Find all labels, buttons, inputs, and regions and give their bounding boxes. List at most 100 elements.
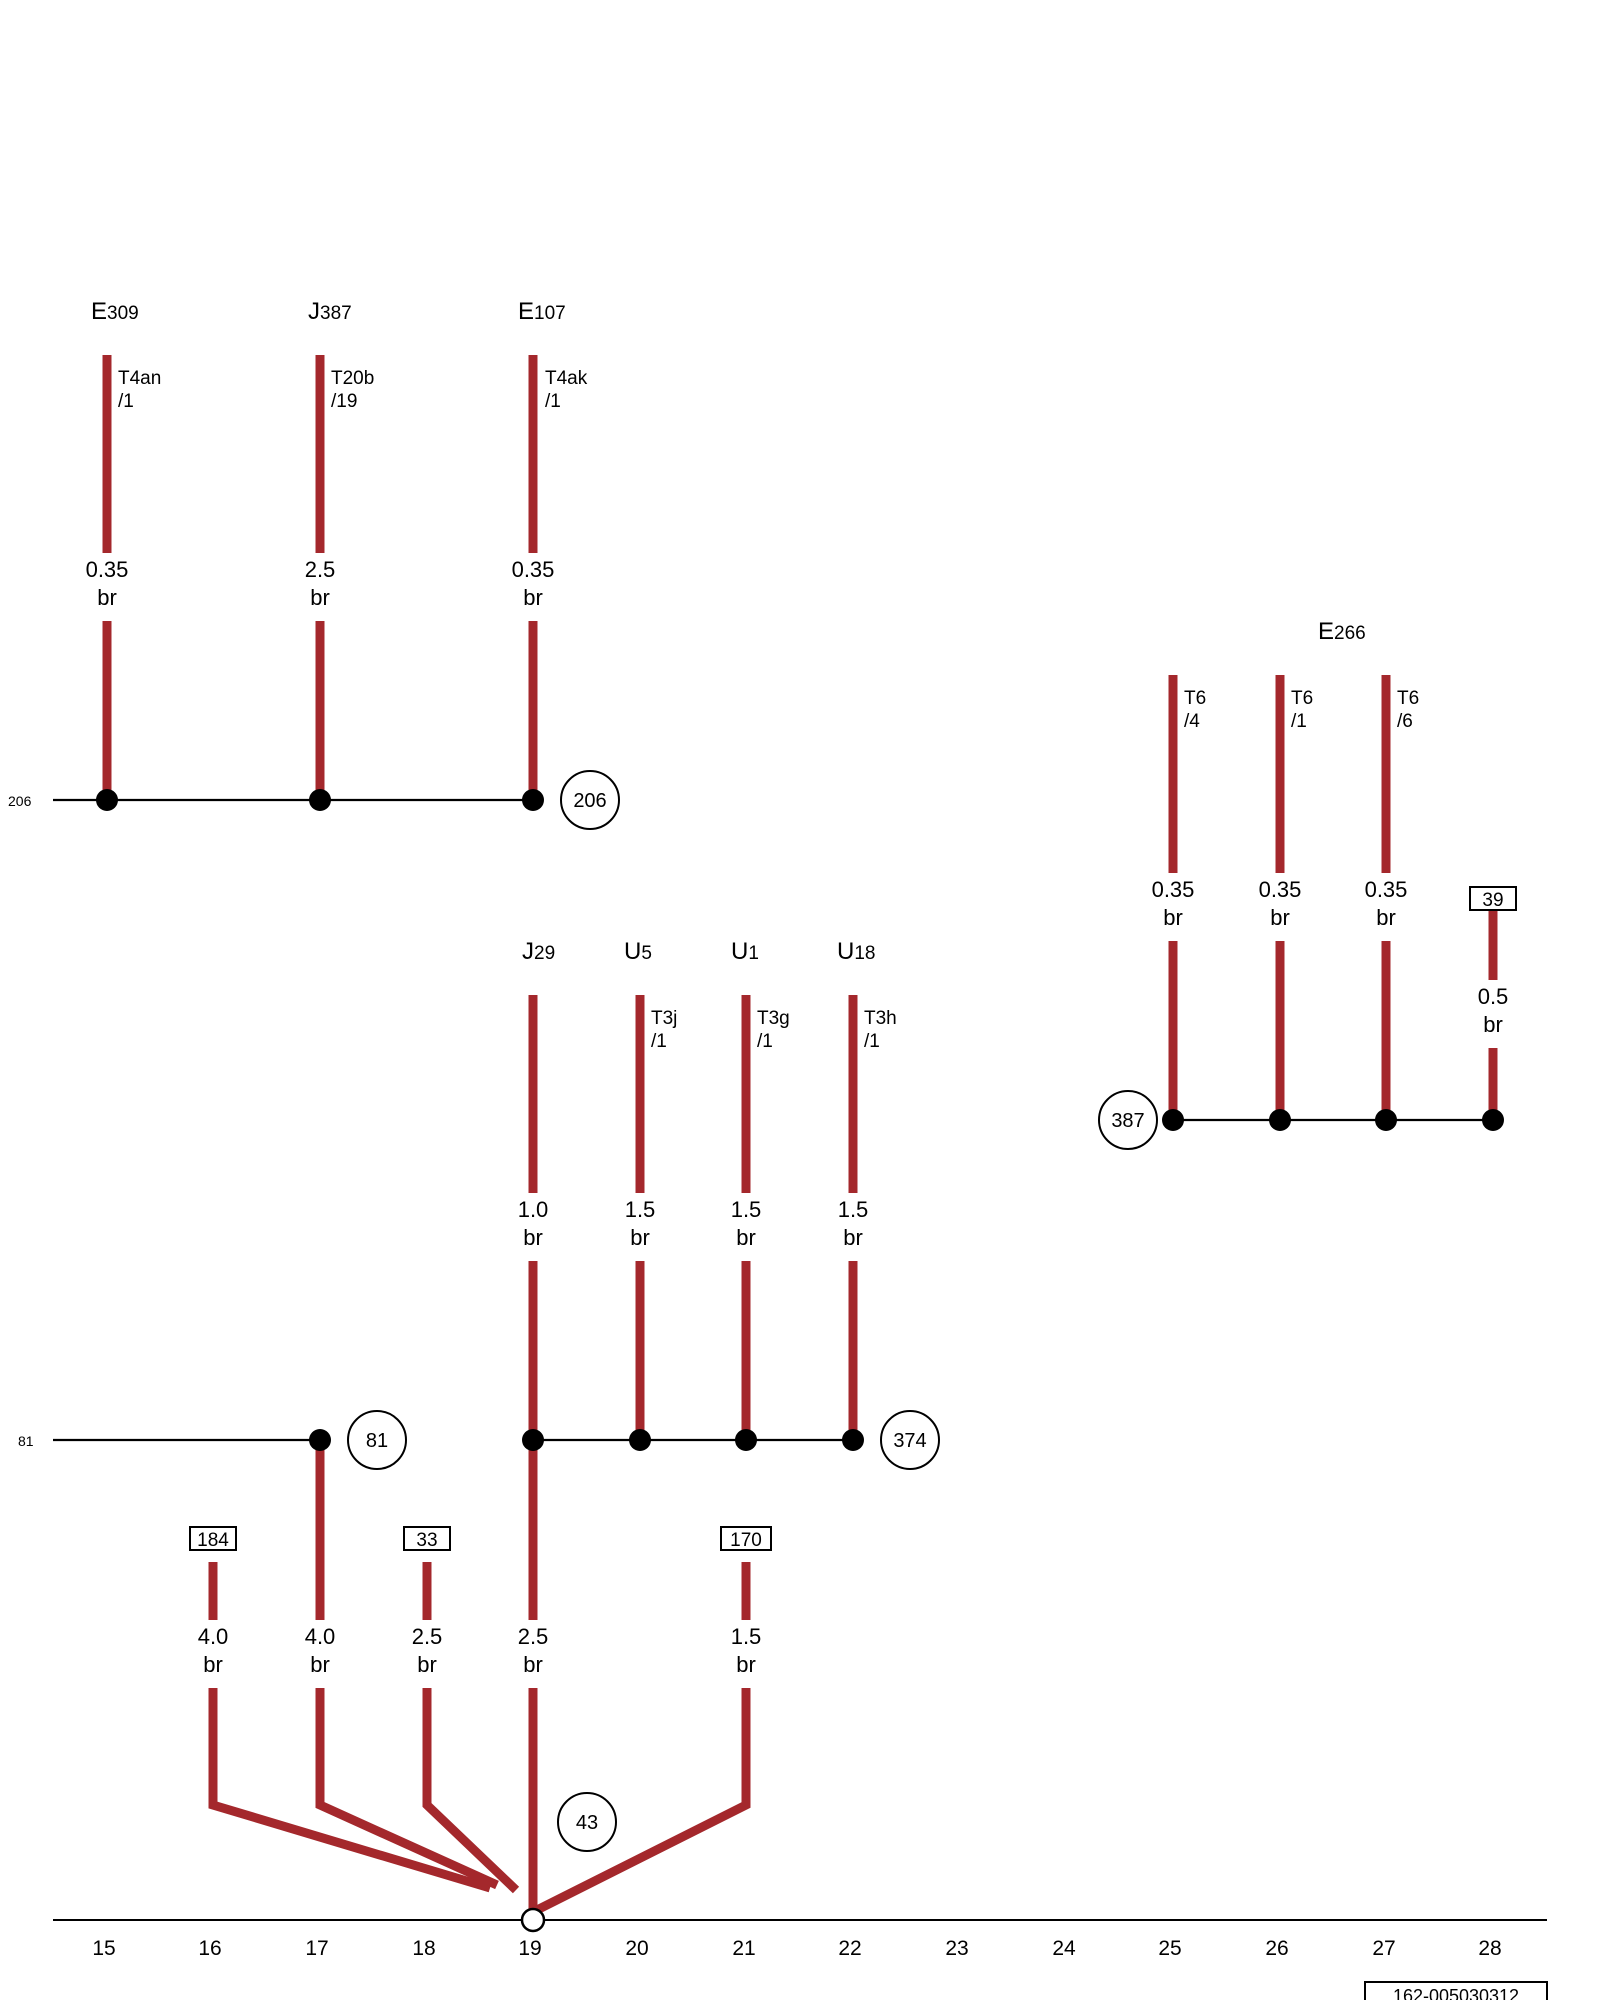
component-letter: J: [522, 938, 534, 965]
wire-color: br: [523, 585, 543, 610]
splice-node: [1375, 1109, 1397, 1131]
pin-label: T6: [1397, 688, 1419, 709]
wire-color: br: [736, 1652, 756, 1677]
wire-size: 1.5: [838, 1197, 869, 1222]
wire-color: br: [1270, 905, 1290, 930]
column-number: 17: [305, 1937, 328, 1960]
component-number: 107: [534, 303, 566, 324]
column-number: 24: [1052, 1937, 1076, 1960]
component-U18: U18: [837, 938, 875, 965]
pin-label: T20b: [331, 368, 374, 389]
splice-node: [629, 1429, 651, 1451]
wire-170: 170 1.5 br: [530, 1526, 772, 1917]
wire-33: 33 2.5 br: [403, 1526, 520, 1894]
pin-number: /4: [1184, 711, 1200, 732]
svg-text:387: 387: [1111, 1110, 1144, 1132]
component-number: 18: [854, 943, 875, 964]
wire-color: br: [1163, 905, 1183, 930]
component-E309: E309: [91, 298, 139, 325]
svg-text:J387: J387: [308, 298, 352, 325]
wire-374: 2.5 br: [518, 1440, 548, 1912]
pin-number: /6: [1397, 711, 1413, 732]
svg-text:81: 81: [366, 1430, 388, 1452]
component-letter: U: [731, 938, 748, 965]
wire-color: br: [310, 585, 330, 610]
splice-node: [1162, 1109, 1184, 1131]
wire-color: br: [97, 585, 117, 610]
edge-label: 206: [8, 793, 32, 809]
pin-number: /1: [545, 391, 561, 412]
wire-color: br: [523, 1652, 543, 1677]
wire-184: 184 4.0 br: [189, 1526, 492, 1893]
column-number: 23: [945, 1937, 968, 1960]
component-letter: E: [1318, 618, 1334, 645]
wire-color: br: [523, 1225, 543, 1250]
document-code: 162-005030312: [1364, 1981, 1548, 2000]
svg-text:162-005030312: 162-005030312: [1393, 1986, 1519, 2000]
pin-number: /1: [864, 1031, 880, 1052]
wire-color: br: [843, 1225, 863, 1250]
svg-text:J29: J29: [522, 938, 555, 965]
component-letter: U: [624, 938, 641, 965]
svg-text:E309: E309: [91, 298, 139, 325]
wire-size: 0.35: [1152, 877, 1195, 902]
wire-size: 1.5: [731, 1624, 762, 1649]
reference-number: 33: [416, 1530, 437, 1551]
reference-number: 184: [197, 1530, 229, 1551]
splice-node: [522, 789, 544, 811]
splice-node: [1482, 1109, 1504, 1131]
svg-text:206: 206: [573, 790, 606, 812]
component-number: 309: [107, 303, 139, 324]
wire-color: br: [1376, 905, 1396, 930]
component-U5: U5: [624, 938, 652, 965]
splice-node: [1269, 1109, 1291, 1131]
component-letter: J: [308, 298, 320, 325]
svg-text:43: 43: [576, 1812, 598, 1834]
ground-point-206: 206: [560, 770, 620, 830]
splice-node: [309, 1429, 331, 1451]
svg-text:E266: E266: [1318, 618, 1366, 645]
ground-junction: [520, 1907, 546, 1933]
pin-number: /1: [118, 391, 134, 412]
reference-box: [720, 1526, 772, 1551]
wire-u18: T3h /1 1.5 br: [838, 995, 897, 1440]
component-number: 1: [748, 943, 759, 964]
column-numbers: 15 16 17 18 19 20 21 22 23 24 25 26 27 2…: [92, 1937, 1501, 1960]
reference-number: 170: [730, 1530, 762, 1551]
wire-u1: T3g /1 1.5 br: [731, 995, 790, 1440]
pin-label: T6: [1291, 688, 1313, 709]
component-number: 266: [1334, 623, 1366, 644]
pin-label: T4ak: [545, 368, 588, 389]
column-number: 16: [198, 1937, 221, 1960]
svg-text:U18: U18: [837, 938, 875, 965]
component-number: 5: [641, 943, 652, 964]
wire-e107: T4ak /1 0.35 br: [512, 355, 588, 800]
wire-e266-4: T6 /4 0.35 br: [1152, 675, 1206, 1120]
wire-color: br: [630, 1225, 650, 1250]
splice-node: [309, 789, 331, 811]
wire-e266-1: T6 /1 0.35 br: [1259, 675, 1313, 1120]
pin-number: /19: [331, 391, 357, 412]
component-U1: U1: [731, 938, 759, 965]
ground-bus-206: 206: [8, 789, 544, 811]
component-J29: J29: [522, 938, 555, 965]
wire-color: br: [310, 1652, 330, 1677]
column-number: 27: [1372, 1937, 1395, 1960]
ground-point-81: 81: [347, 1410, 407, 1470]
svg-text:374: 374: [893, 1430, 926, 1452]
wire-size: 2.5: [412, 1624, 443, 1649]
component-E107: E107: [518, 298, 566, 325]
pin-number: /1: [757, 1031, 773, 1052]
splice-node: [96, 789, 118, 811]
component-E266: E266: [1318, 618, 1366, 645]
component-J387: J387: [308, 298, 352, 325]
edge-label: 81: [18, 1433, 34, 1449]
wire-size: 0.35: [86, 557, 129, 582]
wire-size: 4.0: [198, 1624, 229, 1649]
column-number: 15: [92, 1937, 115, 1960]
column-number: 18: [412, 1937, 435, 1960]
column-number: 21: [732, 1937, 755, 1960]
column-number: 28: [1478, 1937, 1501, 1960]
component-letter: E: [518, 298, 534, 325]
component-number: 387: [320, 303, 352, 324]
